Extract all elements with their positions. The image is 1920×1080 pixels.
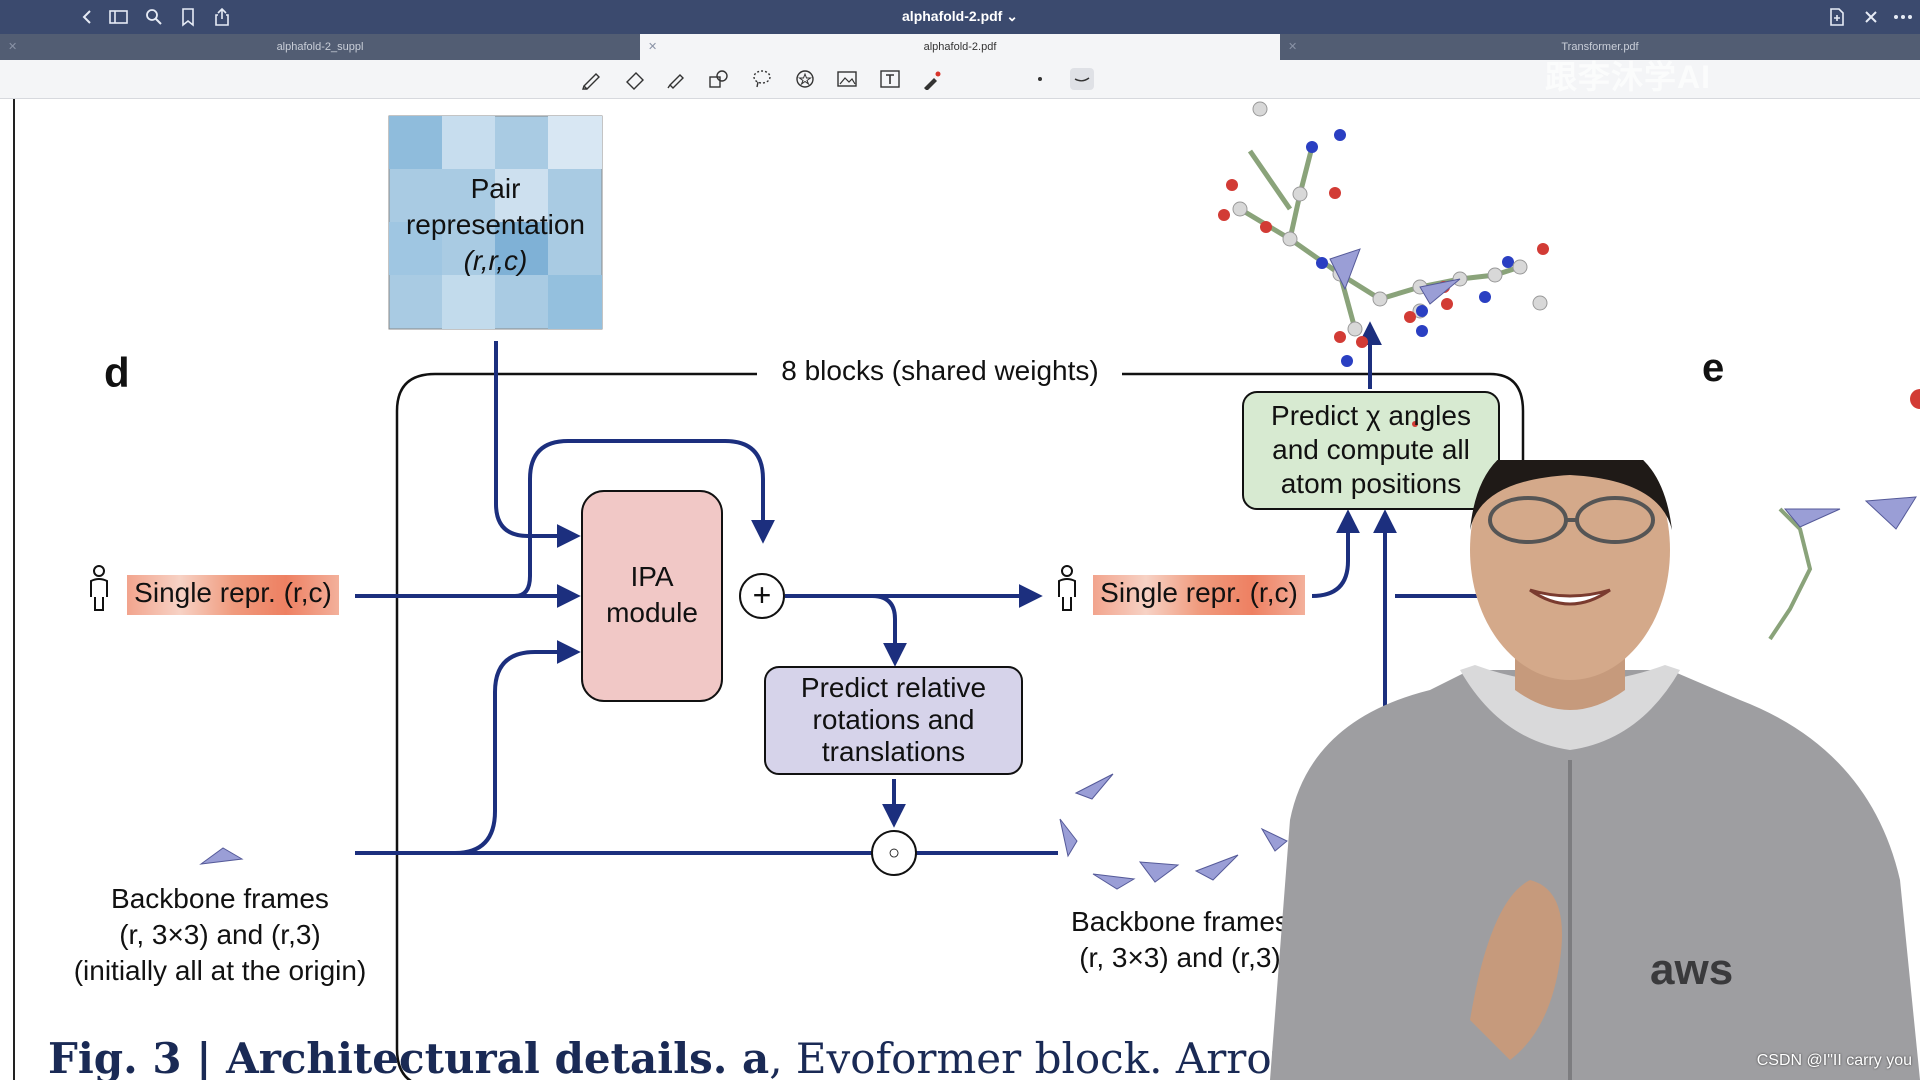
- backbone-out-line1: Backbone frames: [1071, 906, 1289, 937]
- curve-icon[interactable]: [1070, 68, 1094, 90]
- predict-rotations-label: Predict relative rotations and translati…: [765, 672, 1022, 768]
- tab-close-icon[interactable]: ✕: [8, 41, 18, 53]
- single-repr-output-label: Single repr. (r,c): [1100, 577, 1298, 608]
- backbone-in-line3: (initially all at the origin): [73, 955, 367, 986]
- predict-rot-line3: translations: [821, 736, 966, 767]
- highlighter-icon[interactable]: [665, 68, 689, 90]
- sidebar-toggle-icon[interactable]: [108, 6, 130, 28]
- protein-structure-illustration: [1218, 101, 1549, 427]
- predict-chi-line1: Predict χ angles: [1271, 400, 1471, 431]
- back-chevron-icon[interactable]: [76, 6, 98, 28]
- compose-symbol: ○: [887, 842, 901, 864]
- pair-repr-line3: (r,r,c): [463, 245, 528, 276]
- sticker-icon[interactable]: [793, 68, 817, 90]
- person-icon-left: [90, 565, 108, 611]
- page-margin-line: [13, 99, 15, 1080]
- csdn-watermark: CSDN @I"II carry you: [1756, 1052, 1912, 1069]
- backbone-input-label: Backbone frames (r, 3×3) and (r,3) (init…: [40, 881, 400, 989]
- figure-diagram: [90, 101, 1920, 1080]
- ipa-module-label: IPA module: [582, 559, 722, 631]
- lasso-icon[interactable]: [750, 68, 774, 90]
- person-icon-right: [1058, 565, 1076, 611]
- close-icon[interactable]: [1860, 6, 1882, 28]
- new-page-icon[interactable]: [1826, 6, 1848, 28]
- shapes-icon[interactable]: [707, 68, 731, 90]
- pair-repr-heatmap: [388, 115, 603, 330]
- blocks-label: 8 blocks (shared weights): [760, 355, 1120, 387]
- backbone-in-line1: Backbone frames: [111, 883, 329, 914]
- tab-label: Transformer.pdf: [1561, 41, 1639, 53]
- tab-label: alphafold-2_suppl: [276, 41, 364, 53]
- tab-close-icon[interactable]: ✕: [1288, 41, 1298, 53]
- pair-repr-line1: Pair: [470, 173, 521, 204]
- text-icon[interactable]: [878, 68, 902, 90]
- predict-rot-line2: rotations and: [812, 704, 975, 735]
- annotation-toolbar: [0, 60, 1920, 99]
- tab-label: alphafold-2.pdf: [923, 41, 997, 53]
- tab-bar: ✕ alphafold-2_suppl ✕ alphafold-2.pdf ✕ …: [0, 34, 1920, 60]
- backbone-out-line2: (r, 3×3) and (r,3): [1079, 942, 1281, 973]
- ipa-line2: module: [606, 597, 698, 628]
- pair-repr-label: Pair representation (r,r,c): [389, 171, 602, 279]
- tab-close-icon[interactable]: ✕: [648, 41, 658, 53]
- backbone-in-line2: (r, 3×3) and (r,3): [119, 919, 321, 950]
- laser-pointer-icon[interactable]: [920, 68, 944, 91]
- image-icon[interactable]: [835, 68, 859, 90]
- dot-icon[interactable]: [1028, 68, 1052, 90]
- more-icon[interactable]: [1892, 6, 1914, 28]
- bookmark-icon[interactable]: [177, 6, 199, 28]
- backbone-frame-shapes: [199, 773, 1288, 890]
- title-bar: alphafold-2.pdf ⌄: [0, 0, 1920, 34]
- shirt-logo: aws: [1650, 945, 1734, 994]
- search-icon[interactable]: [143, 6, 165, 28]
- panel-d-label: d: [104, 349, 130, 396]
- predict-rot-line1: Predict relative: [800, 672, 987, 703]
- plus-symbol: +: [752, 577, 772, 613]
- single-repr-input-label: Single repr. (r,c): [134, 577, 332, 608]
- presenter-webcam-overlay: [1270, 460, 1920, 1080]
- eraser-icon[interactable]: [623, 68, 647, 90]
- backbone-output-label: Backbone frames (r, 3×3) and (r,3): [1040, 904, 1320, 976]
- ipa-line1: IPA: [630, 561, 674, 592]
- caption-bold: Fig. 3 | Architectural details. a: [48, 1034, 770, 1080]
- tab-transformer[interactable]: ✕ Transformer.pdf: [1280, 34, 1920, 60]
- share-icon[interactable]: [211, 6, 233, 28]
- predict-chi-line2: and compute all: [1272, 434, 1470, 465]
- pair-repr-line2: representation: [405, 209, 585, 240]
- predict-chi-label: Predict χ angles and compute all atom po…: [1243, 399, 1499, 501]
- predict-chi-line3: atom positions: [1280, 468, 1462, 499]
- tab-alphafold-suppl[interactable]: ✕ alphafold-2_suppl: [0, 34, 640, 60]
- tab-alphafold[interactable]: ✕ alphafold-2.pdf: [640, 34, 1280, 60]
- pen-icon[interactable]: [580, 68, 604, 90]
- window-title: alphafold-2.pdf ⌄: [902, 8, 1018, 24]
- panel-e-label: e: [1702, 346, 1725, 390]
- channel-logo-watermark: 跟李沐学AI: [1545, 59, 1712, 95]
